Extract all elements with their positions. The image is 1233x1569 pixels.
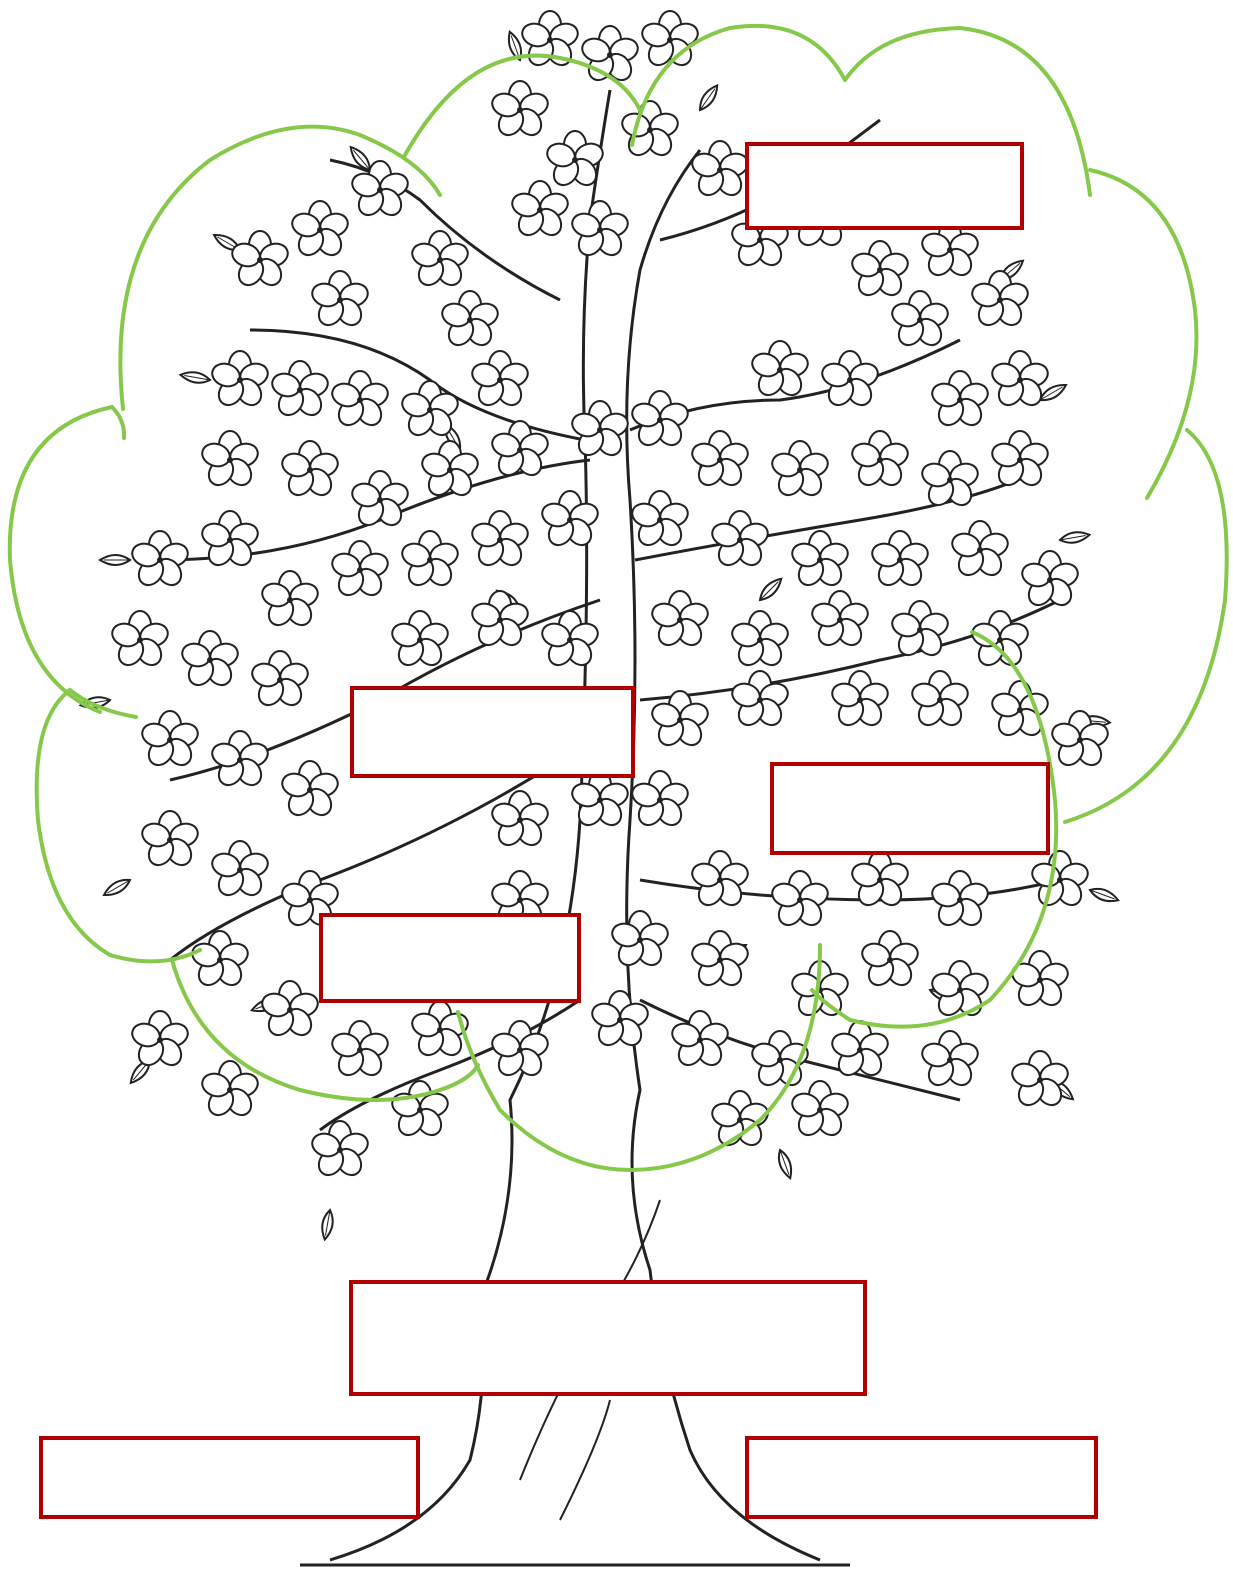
name-box-top-right[interactable] bbox=[745, 142, 1024, 230]
name-box-lower-left[interactable] bbox=[319, 913, 581, 1003]
cloud-outline bbox=[7, 23, 1229, 1173]
name-box-middle-right[interactable] bbox=[770, 762, 1050, 855]
name-box-root-right[interactable] bbox=[745, 1436, 1098, 1519]
name-box-middle-left[interactable] bbox=[350, 686, 635, 778]
name-box-root-left[interactable] bbox=[39, 1436, 420, 1519]
name-box-trunk[interactable] bbox=[349, 1280, 867, 1396]
